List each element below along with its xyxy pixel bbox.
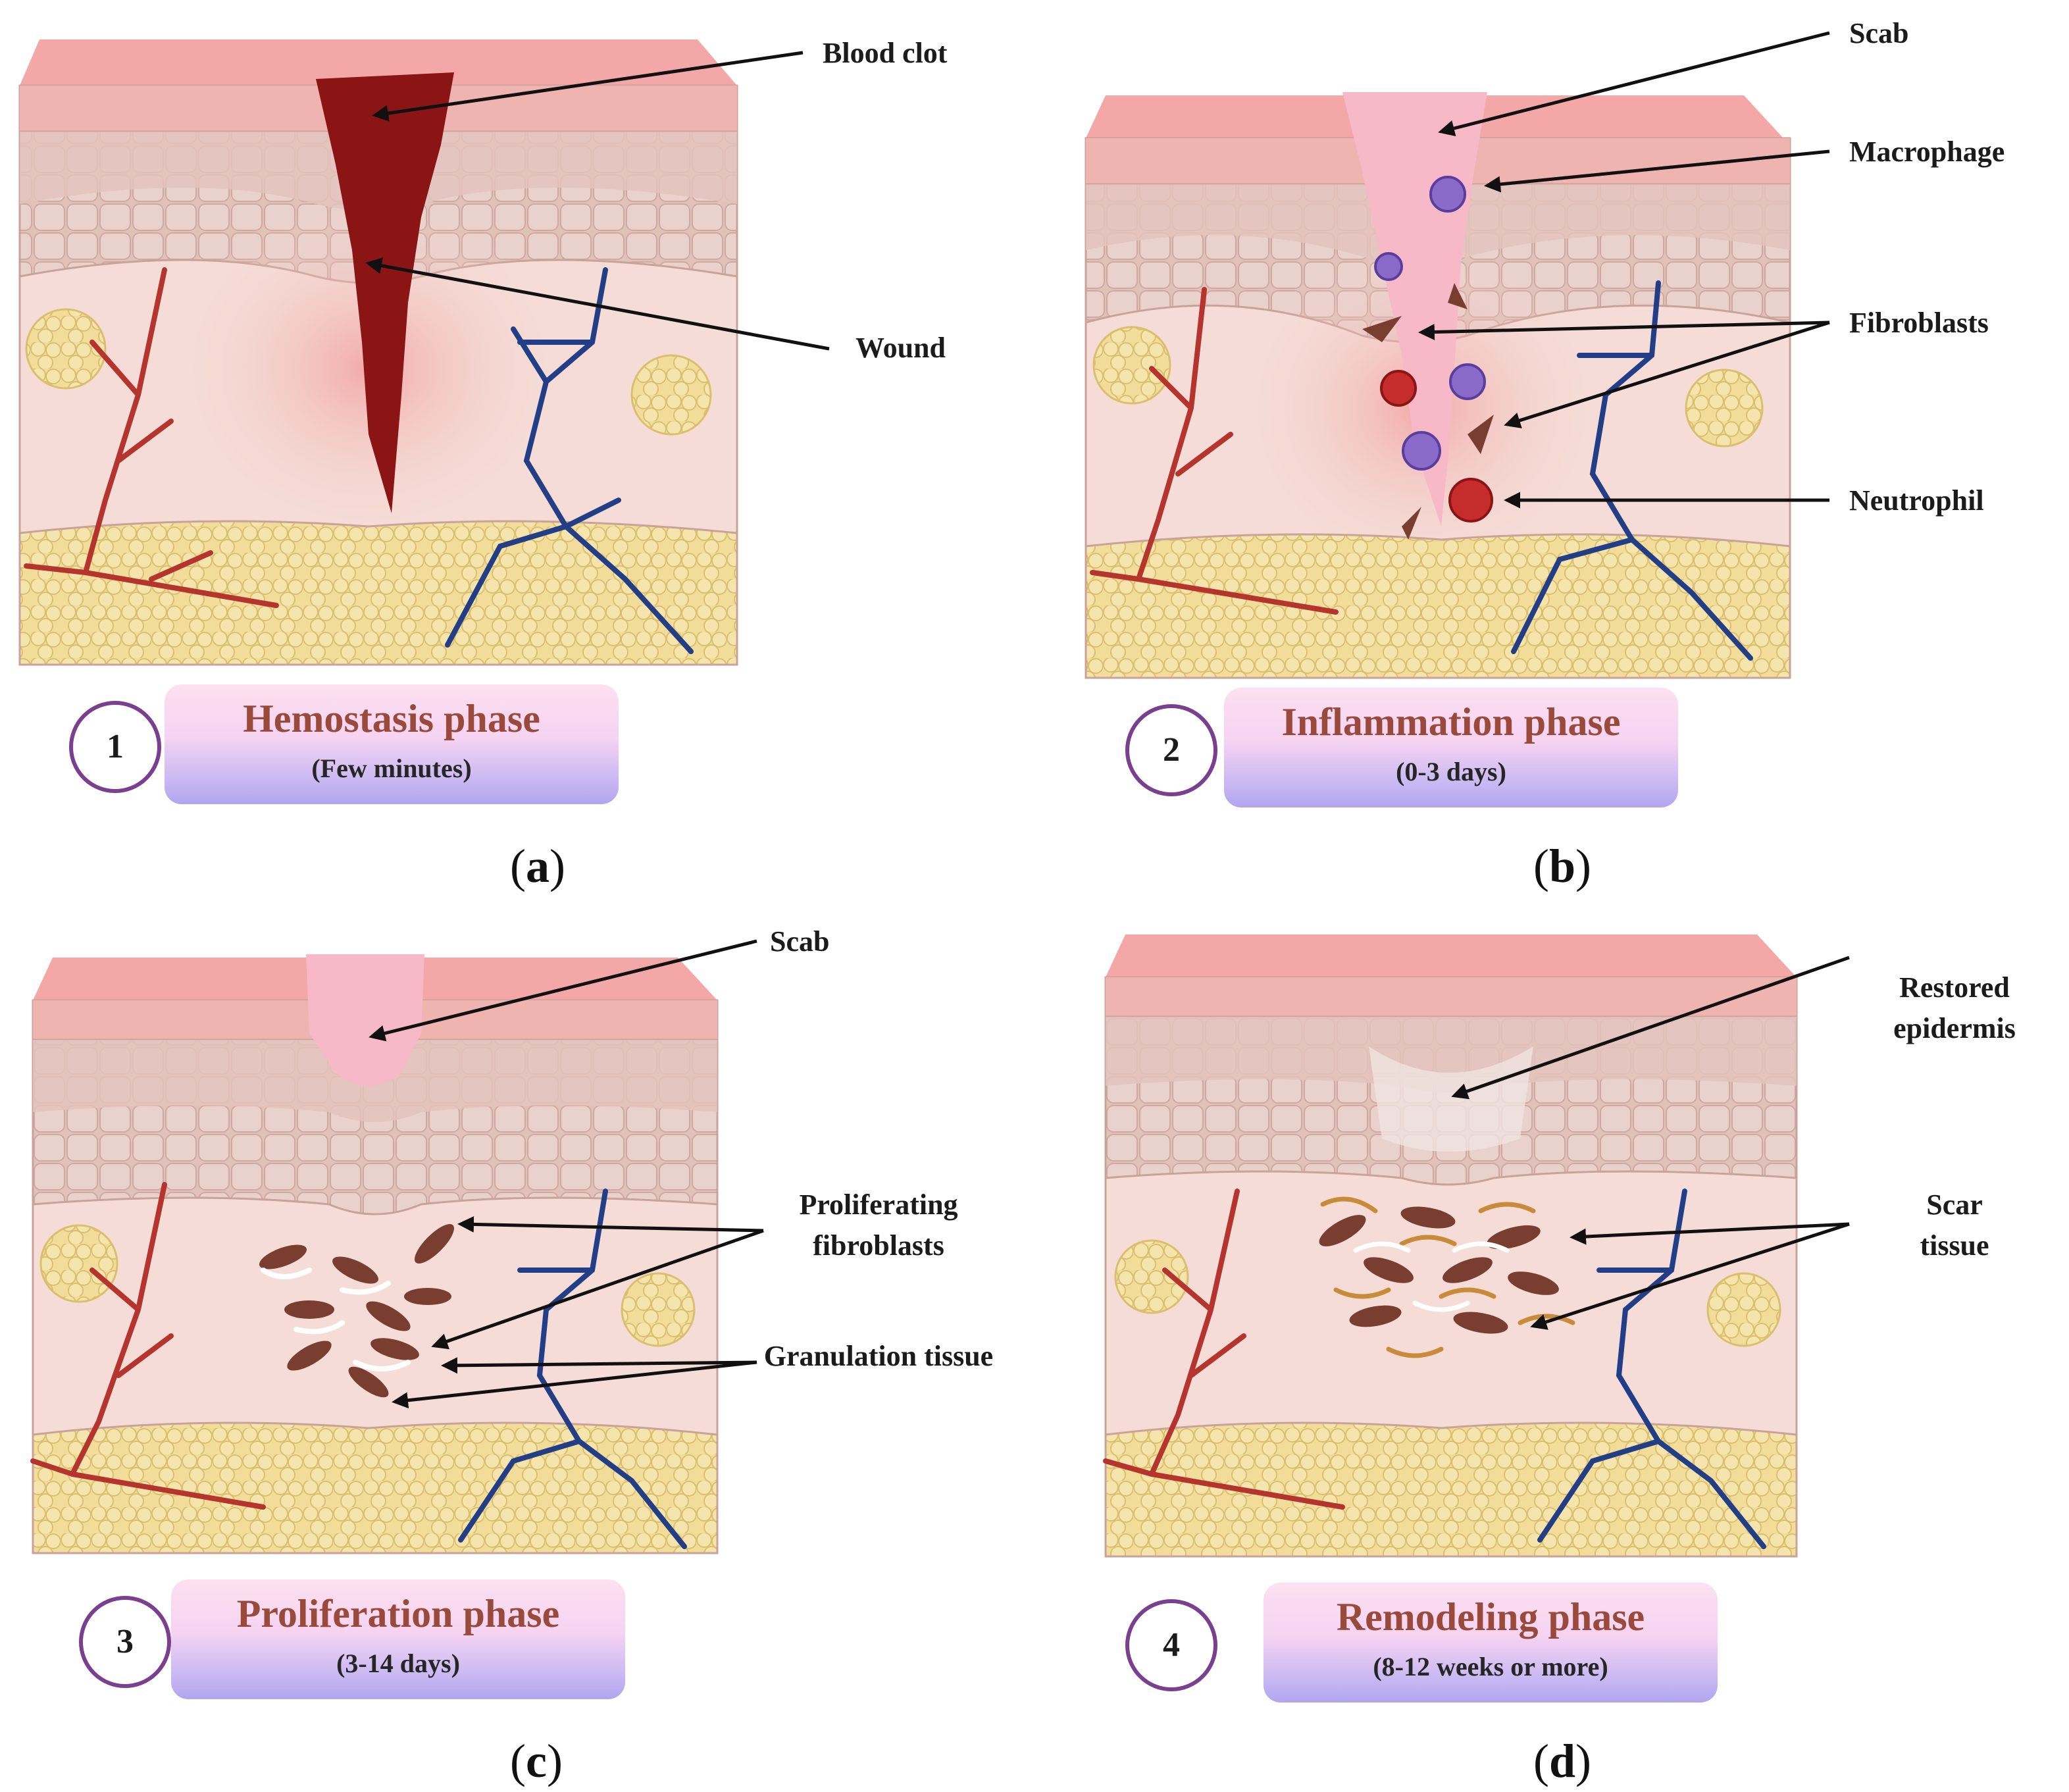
skin-illustration-inflammation [1085, 31, 1830, 679]
restored-epidermis [1369, 1046, 1533, 1152]
label-fibroblasts: Fibroblasts [1849, 307, 1989, 339]
caption: (d) [1533, 1735, 1592, 1787]
label-scab: Scab [1849, 17, 1909, 49]
panel-hemostasis: Blood clot Wound 1 Hemostasis phase (Few… [0, 0, 1027, 892]
label-restored-epidermis: Restored epidermis [1893, 971, 2016, 1044]
label-wound: Wound [856, 332, 946, 364]
phase-duration: (3-14 days) [336, 1649, 460, 1678]
phase-title: Inflammation phase [1281, 700, 1621, 744]
panel-proliferation: Scab Proliferating fibroblasts Granulati… [0, 902, 1027, 1787]
artery [24, 267, 279, 608]
phase-badge: Hemostasis phase (Few minutes) [165, 684, 619, 804]
fat-layer [18, 520, 738, 666]
skin-illustration-remodeling [1103, 934, 1850, 1558]
neutrophils [1380, 370, 1493, 523]
macrophages [1374, 176, 1486, 471]
skin-illustration-proliferation [30, 939, 764, 1554]
scar-tissue [1319, 1196, 1575, 1358]
label-blood-clot: Blood clot [823, 37, 948, 69]
vein [445, 267, 694, 654]
label-scar-tissue: Scar tissue [1920, 1189, 1989, 1262]
label-macrophage: Macrophage [1849, 136, 2005, 168]
phase-title: Remodeling phase [1336, 1595, 1645, 1639]
phase-number: 4 [1125, 1599, 1217, 1691]
phase-number: 3 [79, 1596, 171, 1688]
label-granulation-tissue: Granulation tissue [763, 1340, 994, 1372]
phase-title: Proliferation phase [236, 1592, 560, 1635]
panel-remodeling: Restored epidermis Scar tissue 4 Remodel… [1073, 902, 2069, 1787]
fibroblasts [1362, 283, 1494, 540]
phase-badge: Inflammation phase (0-3 days) [1224, 688, 1678, 807]
label-scab: Scab [770, 925, 830, 958]
proliferating-fibroblasts [259, 1224, 454, 1398]
caption: (b) [1533, 840, 1592, 892]
label-proliferating-fibroblasts: Proliferating fibroblasts [799, 1189, 958, 1262]
skin-illustration-hemostasis [18, 39, 830, 666]
phase-duration: (Few minutes) [311, 754, 472, 783]
phase-duration: (8-12 weeks or more) [1373, 1652, 1608, 1681]
phase-badge: Remodeling phase (8-12 weeks or more) [1264, 1583, 1718, 1702]
phase-number: 2 [1125, 704, 1217, 796]
blood-clot [316, 72, 454, 513]
caption: (a) [510, 840, 565, 892]
phase-duration: (0-3 days) [1396, 757, 1506, 786]
scab [306, 954, 424, 1086]
caption: (c) [510, 1735, 563, 1787]
phase-number: 1 [69, 701, 161, 793]
label-neutrophil: Neutrophil [1849, 484, 1984, 517]
phase-title: Hemostasis phase [243, 697, 540, 740]
phase-badge: Proliferation phase (3-14 days) [171, 1579, 625, 1699]
skin-surface-top [20, 39, 737, 86]
panel-inflammation: Scab Macrophage Fibroblasts Neutrophil 2… [1073, 0, 2069, 892]
